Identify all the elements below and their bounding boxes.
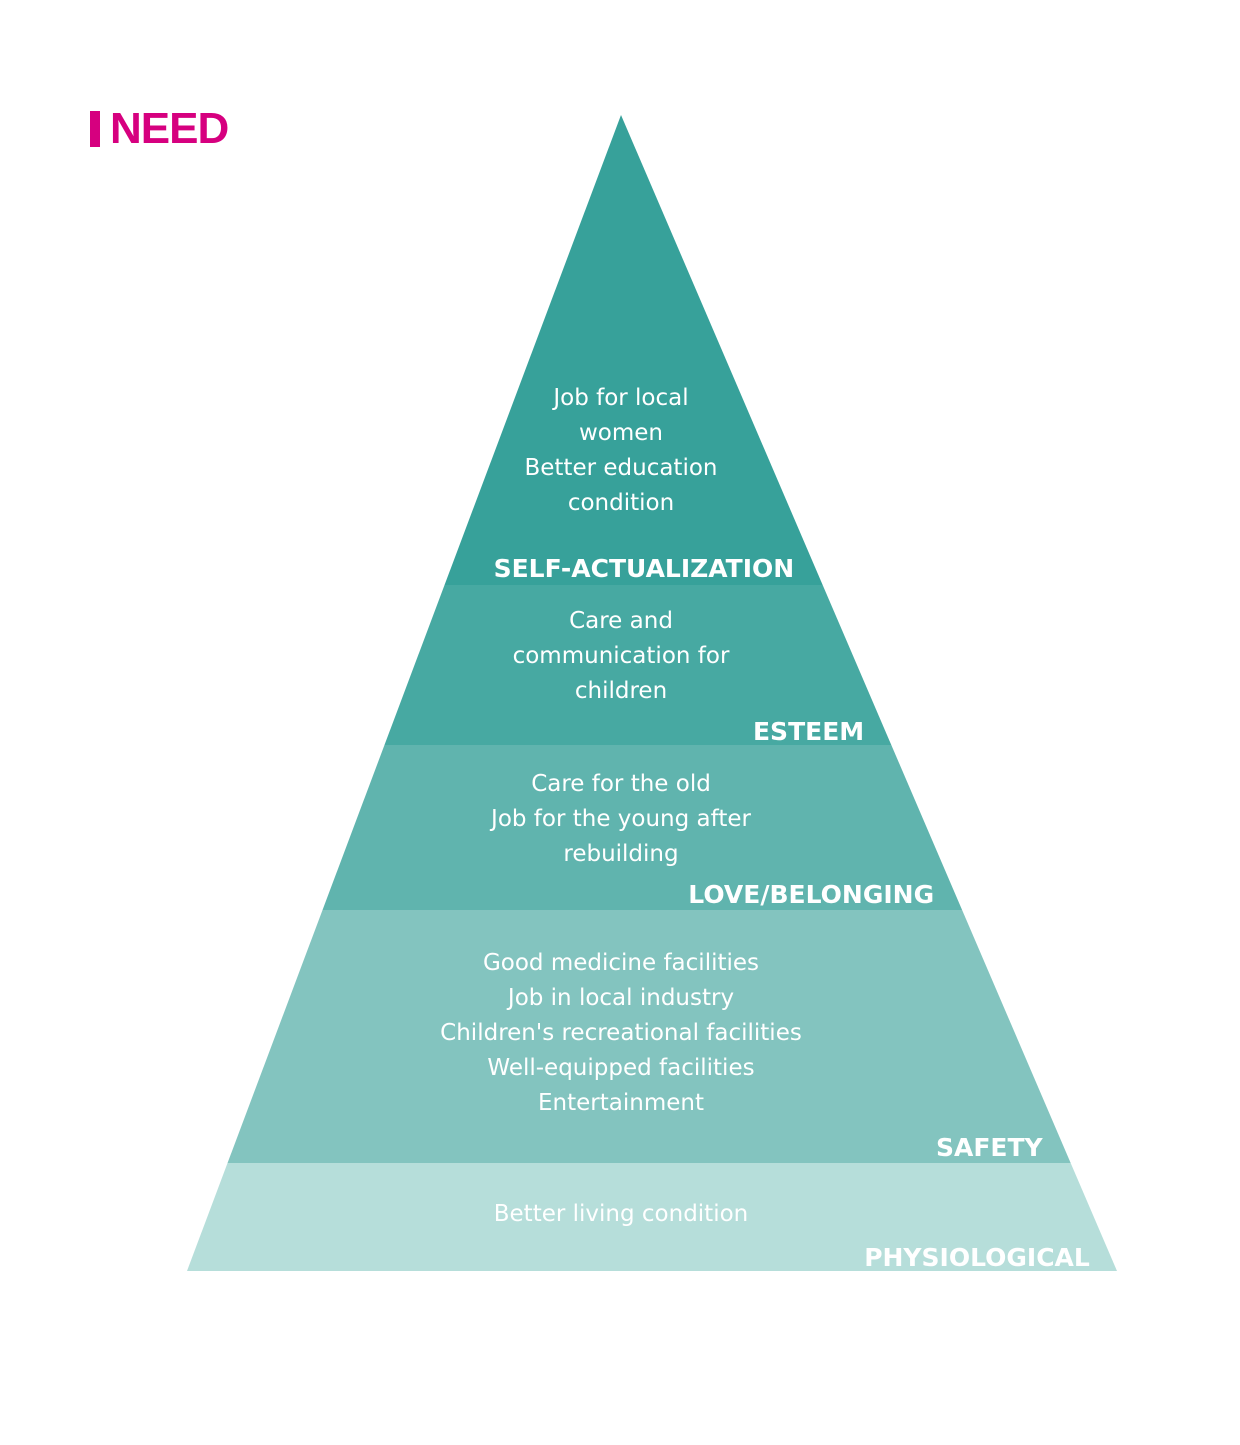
need-item: condition [568,490,674,516]
need-item: Children's recreational facilities [440,1020,802,1046]
level-band [187,1163,1117,1271]
need-item: Care for the old [531,771,711,797]
need-item: rebuilding [563,841,678,867]
level-label: SAFETY [936,1133,1044,1162]
level-label: SELF-ACTUALIZATION [494,554,795,583]
diagram-title: NEED [90,104,229,154]
need-item: Entertainment [538,1090,704,1116]
need-item: children [575,678,667,704]
need-item: Care and [569,608,673,634]
title-accent-bar [90,111,100,147]
need-item: Job for the young after [489,806,751,832]
level-label: LOVE/BELONGING [688,880,934,909]
level-band [322,745,963,910]
title-text: NEED [110,104,229,153]
level-band [444,115,823,585]
need-item: Job for local [551,385,688,411]
level-label: PHYSIOLOGICAL [864,1243,1090,1272]
need-item: women [579,420,663,446]
need-item: Well-equipped facilities [487,1055,754,1081]
need-item: communication for [513,643,730,669]
need-item: Good medicine facilities [483,950,759,976]
need-item: Better living condition [494,1201,749,1227]
level-band [384,585,892,745]
need-item: Job in local industry [506,985,734,1011]
level-band [227,910,1071,1163]
level-label: ESTEEM [753,717,864,746]
need-item: Better education [524,455,717,481]
